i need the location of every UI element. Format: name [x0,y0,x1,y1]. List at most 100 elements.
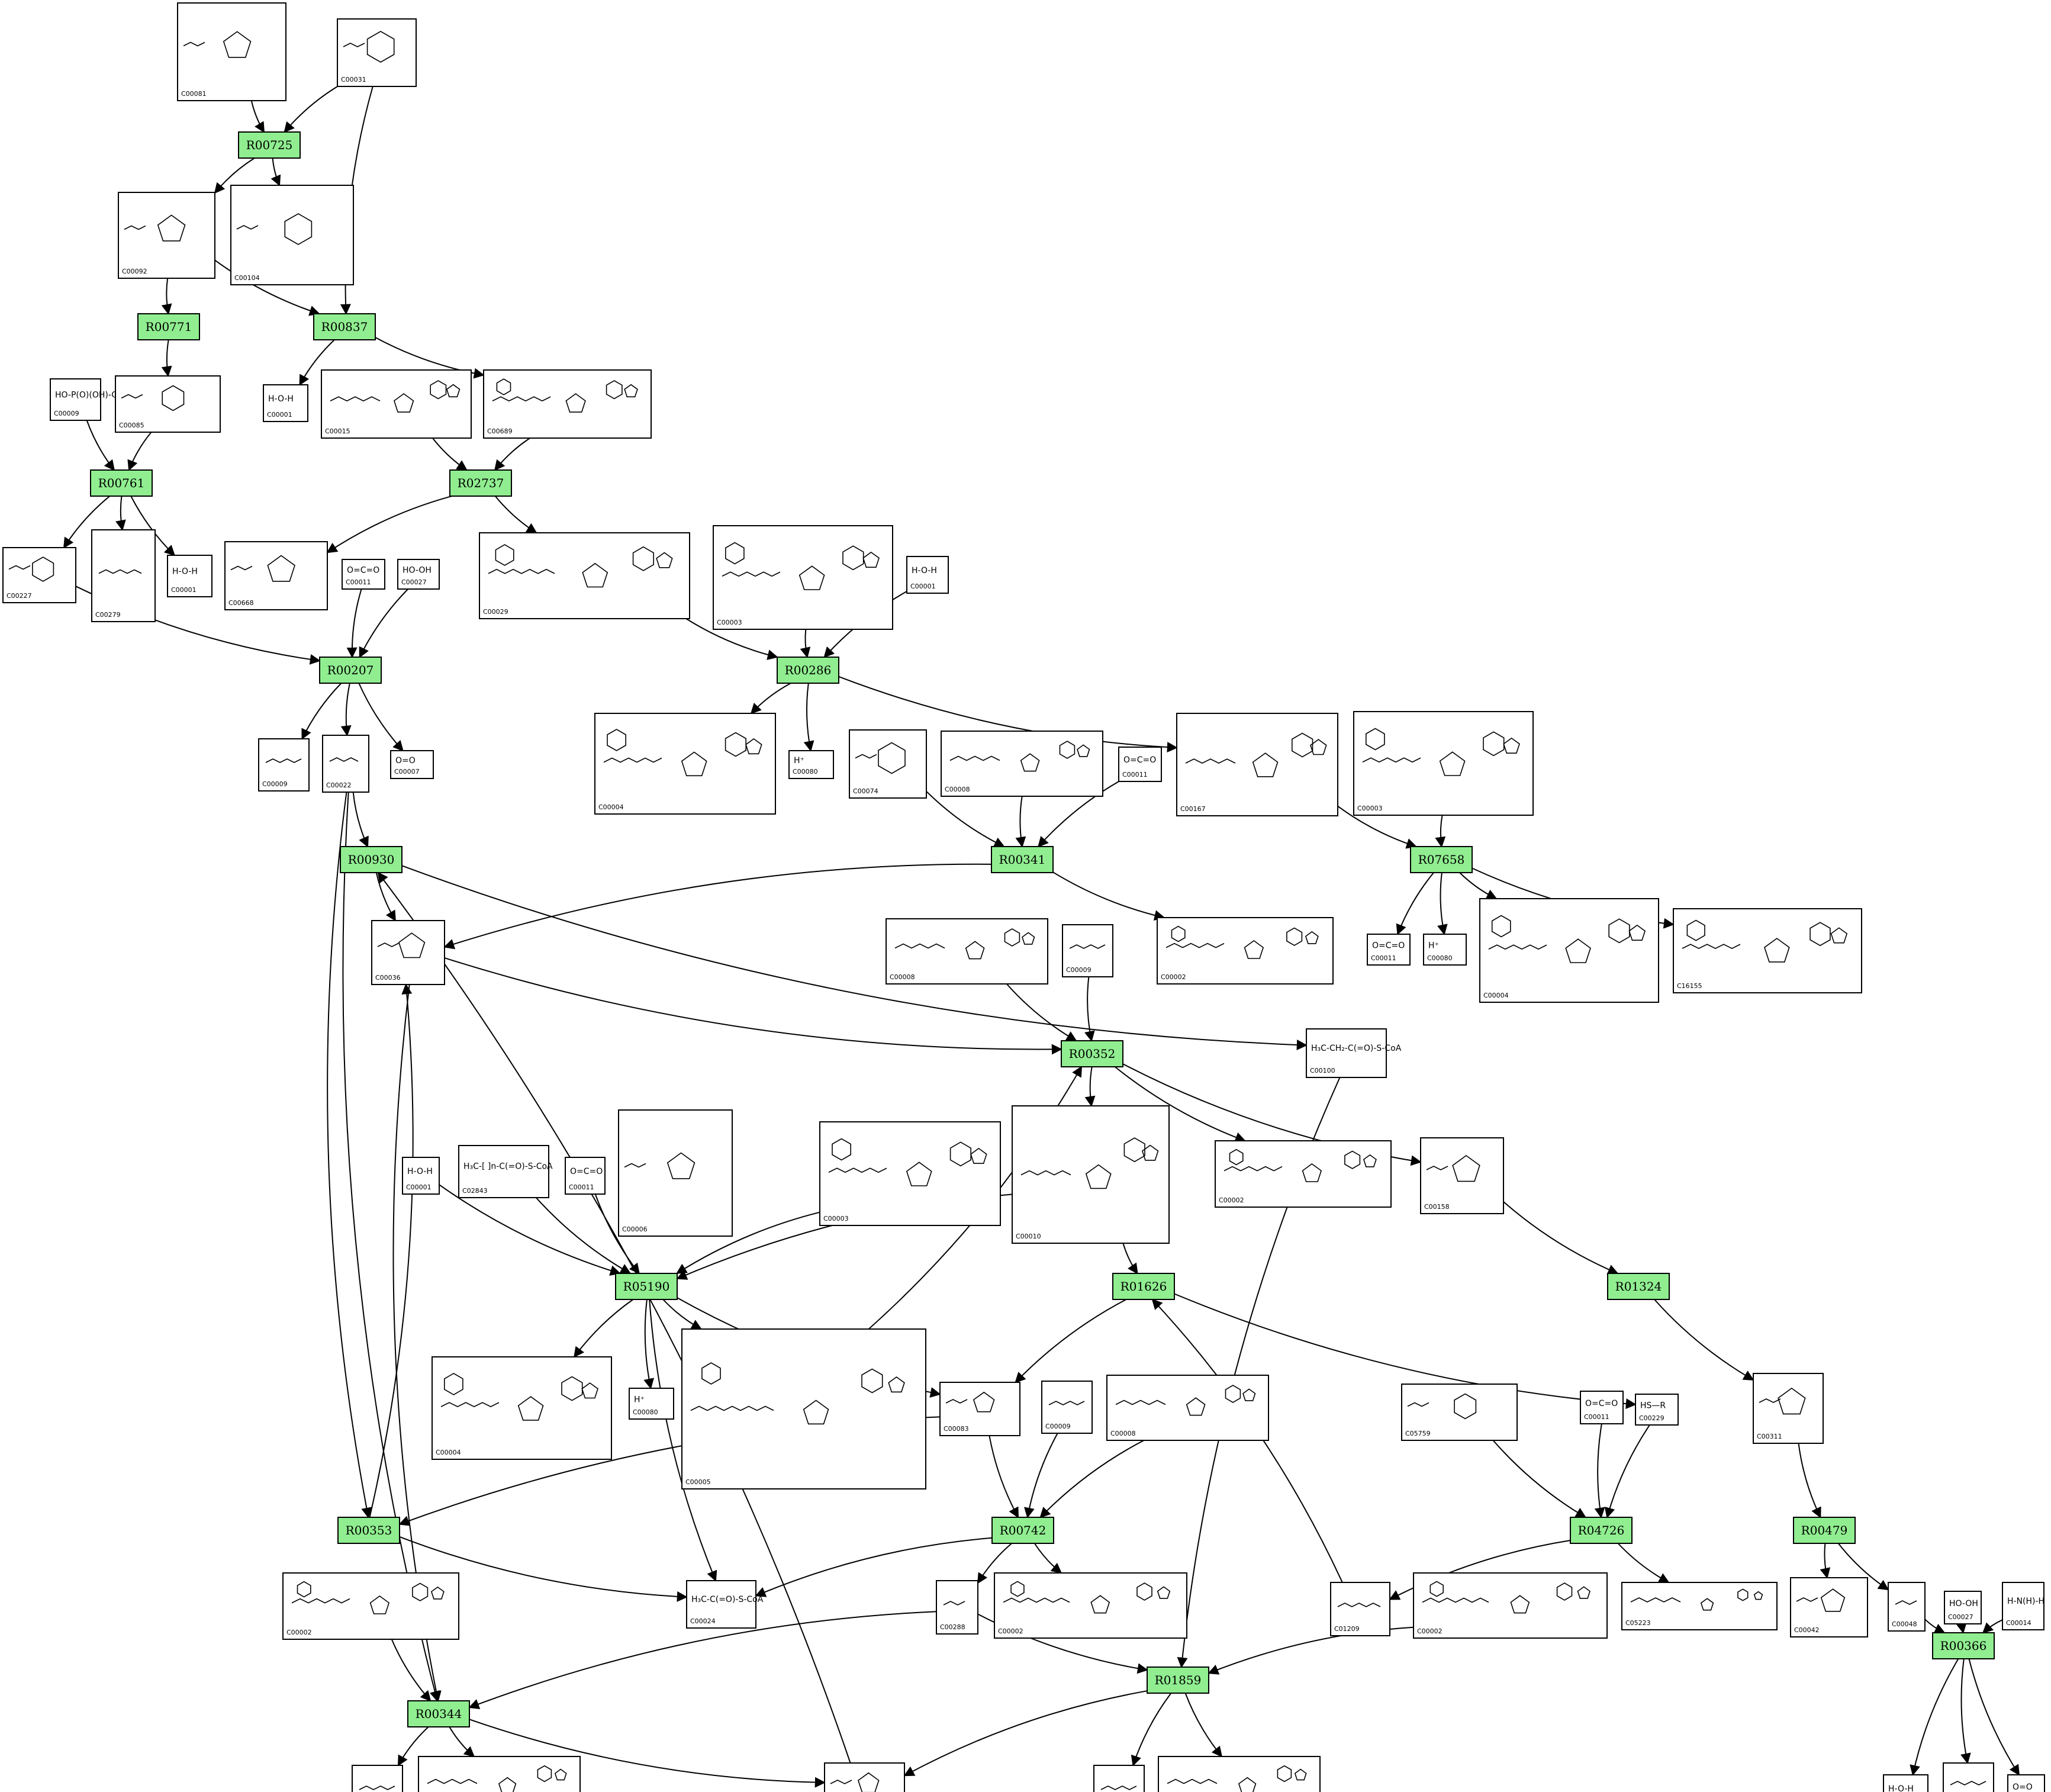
compound-node[interactable]: C00002 [1413,1572,1608,1639]
compound-node[interactable]: C00104 [230,185,354,285]
compound-node[interactable]: C00009 [258,738,310,792]
compound-node[interactable]: C00002 [282,1572,459,1640]
reaction-node[interactable]: R00366 [1932,1632,1995,1659]
compound-node[interactable]: C00005 [681,1328,926,1489]
compound-node[interactable]: C00085 [115,375,221,433]
compound-node[interactable]: C00227 [2,547,76,603]
compound-node[interactable]: C00002 [994,1572,1187,1639]
compound-node[interactable]: C00008 [941,731,1103,797]
reaction-node[interactable]: R00771 [137,313,200,340]
compound-node[interactable]: C00003 [819,1121,1001,1226]
compound-node[interactable]: C00009 [1093,1765,1145,1792]
reaction-node[interactable]: R01859 [1147,1666,1209,1694]
reaction-node[interactable]: R00207 [319,657,382,684]
reaction-node[interactable]: R01324 [1607,1273,1670,1300]
compound-node[interactable]: C00008 [886,918,1048,985]
reaction-box [319,657,382,684]
reaction-node[interactable]: R00344 [407,1700,470,1727]
compound-node[interactable]: C00158 [1420,1137,1504,1214]
compound-node[interactable]: C00002 [1215,1140,1392,1208]
compound-node[interactable]: C00167 [1176,713,1338,816]
compound-node[interactable]: C05759 [1401,1384,1518,1441]
compound-node[interactable]: C00008 [1158,1756,1321,1792]
compound-node[interactable]: C00004 [432,1356,612,1460]
reaction-node[interactable]: R01626 [1112,1273,1175,1300]
reaction-box [1607,1273,1670,1300]
reaction-node[interactable]: R00479 [1793,1517,1856,1544]
reaction-node[interactable]: R07658 [1410,846,1473,873]
compound-node[interactable]: C00008 [1106,1375,1269,1441]
reaction-node[interactable]: R00353 [337,1517,400,1544]
reaction-node[interactable]: R00761 [90,469,153,497]
reaction-node[interactable]: R00352 [1061,1040,1123,1067]
compound-node[interactable]: C00074 [849,729,927,799]
compound-node[interactable]: C05223 [1621,1582,1778,1630]
edge-R00761-to-c12 [130,496,176,556]
reaction-node[interactable]: R00742 [991,1517,1054,1544]
compound-node[interactable]: C01209 [1330,1582,1390,1636]
compound-node[interactable]: C00009 [352,1765,403,1792]
compound-node[interactable]: C00006 [618,1109,733,1237]
compound-node[interactable]: H⁺C00080 [629,1388,674,1420]
compound-node[interactable]: C00037 [1943,1762,1994,1792]
compound-node[interactable]: C00015 [321,369,472,439]
compound-node[interactable]: C00004 [594,713,776,815]
compound-node[interactable]: H⁺C00080 [788,750,834,779]
compound-node[interactable]: C16155 [1673,908,1862,993]
compound-node[interactable]: C00002 [1157,917,1334,985]
reaction-node[interactable]: R05190 [615,1273,678,1300]
compound-node[interactable]: C00003 [1353,711,1534,816]
compound-node[interactable]: C00009 [1062,924,1113,977]
reaction-node[interactable]: R00341 [991,846,1054,873]
compound-node[interactable]: C00022 [322,735,369,793]
compound-node[interactable]: C00683 [824,1762,905,1792]
compound-node[interactable]: H⁺C00080 [1423,934,1467,966]
reaction-node[interactable]: R00837 [313,313,376,340]
compound-node[interactable]: C00031 [337,18,417,87]
reaction-node[interactable]: R02737 [449,469,512,497]
reaction-node[interactable]: R00286 [777,657,839,684]
compound-node[interactable]: C00081 [177,2,286,101]
compound-node[interactable]: C00689 [483,369,652,439]
compound-frame [167,555,212,597]
compound-node[interactable]: C00009 [1041,1381,1093,1434]
compound-node[interactable]: C00029 [479,532,690,619]
compound-node[interactable]: C00092 [118,192,215,279]
compound-node[interactable]: C00008 [418,1756,581,1792]
compound-node[interactable]: C00010 [1012,1105,1170,1244]
compound-node[interactable]: C00288 [936,1580,978,1635]
compound-node[interactable]: C00042 [1790,1577,1868,1637]
compound-node[interactable]: C00083 [939,1382,1020,1436]
compound-node[interactable]: C00668 [224,541,328,610]
compound-node[interactable]: C00279 [91,529,156,622]
compound-node[interactable]: C00048 [1888,1582,1926,1632]
compound-node[interactable]: C00003 [713,525,893,630]
compound-node[interactable]: C00311 [1753,1373,1824,1444]
reaction-node[interactable]: R00930 [340,846,403,873]
reaction-node[interactable]: R00725 [238,131,301,159]
compound-node[interactable]: C00004 [1479,898,1659,1003]
reaction-node[interactable]: R04726 [1570,1517,1633,1544]
edge-R01626-to-c49 [1015,1299,1127,1384]
compound-node[interactable]: C00036 [371,920,445,985]
